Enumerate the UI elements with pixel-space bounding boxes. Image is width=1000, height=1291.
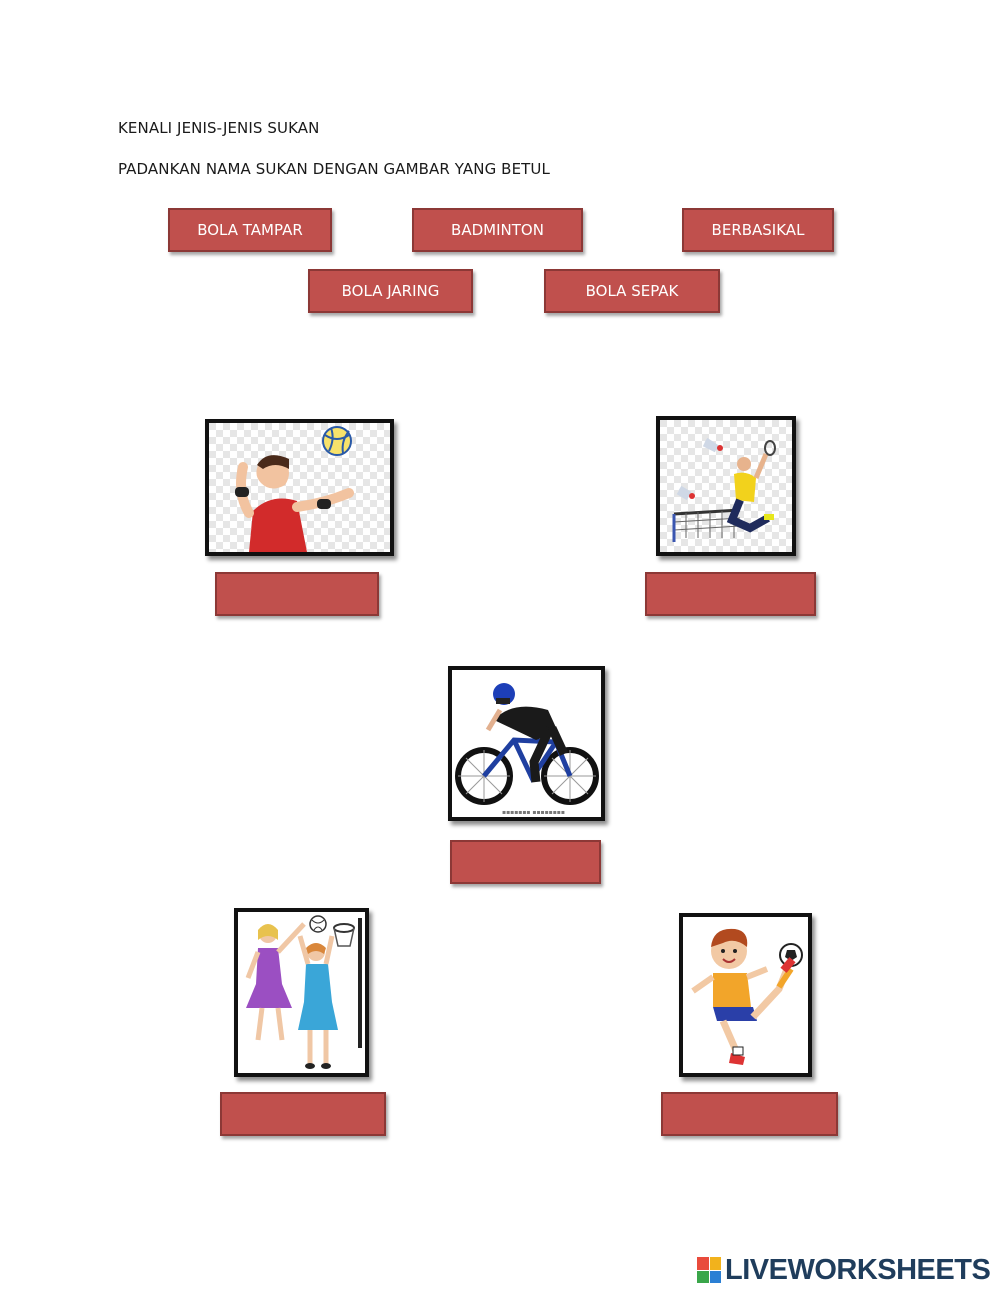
word-chip-badminton[interactable]: BADMINTON	[412, 208, 583, 252]
badminton-player-icon	[656, 416, 796, 556]
liveworksheets-logo: LIVEWORKSHEETS	[697, 1253, 991, 1286]
logo-text: LIVEWORKSHEETS	[725, 1253, 991, 1286]
liveworksheets-mark-icon	[697, 1257, 721, 1283]
word-chip-bola-sepak[interactable]: BOLA SEPAK	[544, 269, 720, 313]
worksheet-instruction: PADANKAN NAMA SUKAN DENGAN GAMBAR YANG B…	[118, 160, 550, 178]
answer-box-1[interactable]	[215, 572, 379, 616]
svg-text:▪▪▪▪▪▪▪ ▪▪▪▪▪▪▪▪: ▪▪▪▪▪▪▪ ▪▪▪▪▪▪▪▪	[502, 809, 565, 816]
worksheet-title: KENALI JENIS-JENIS SUKAN	[118, 119, 320, 137]
word-chip-bola-tampar[interactable]: BOLA TAMPAR	[168, 208, 332, 252]
answer-box-5[interactable]	[661, 1092, 838, 1136]
cyclist-icon: ▪▪▪▪▪▪▪ ▪▪▪▪▪▪▪▪	[448, 666, 605, 821]
answer-box-4[interactable]	[220, 1092, 386, 1136]
football-player-icon	[679, 913, 812, 1077]
word-chip-bola-jaring[interactable]: BOLA JARING	[308, 269, 473, 313]
word-chip-berbasikal[interactable]: BERBASIKAL	[682, 208, 834, 252]
volleyball-player-icon	[205, 419, 394, 556]
answer-box-2[interactable]	[645, 572, 816, 616]
netball-players-icon	[234, 908, 369, 1077]
answer-box-3[interactable]	[450, 840, 601, 884]
